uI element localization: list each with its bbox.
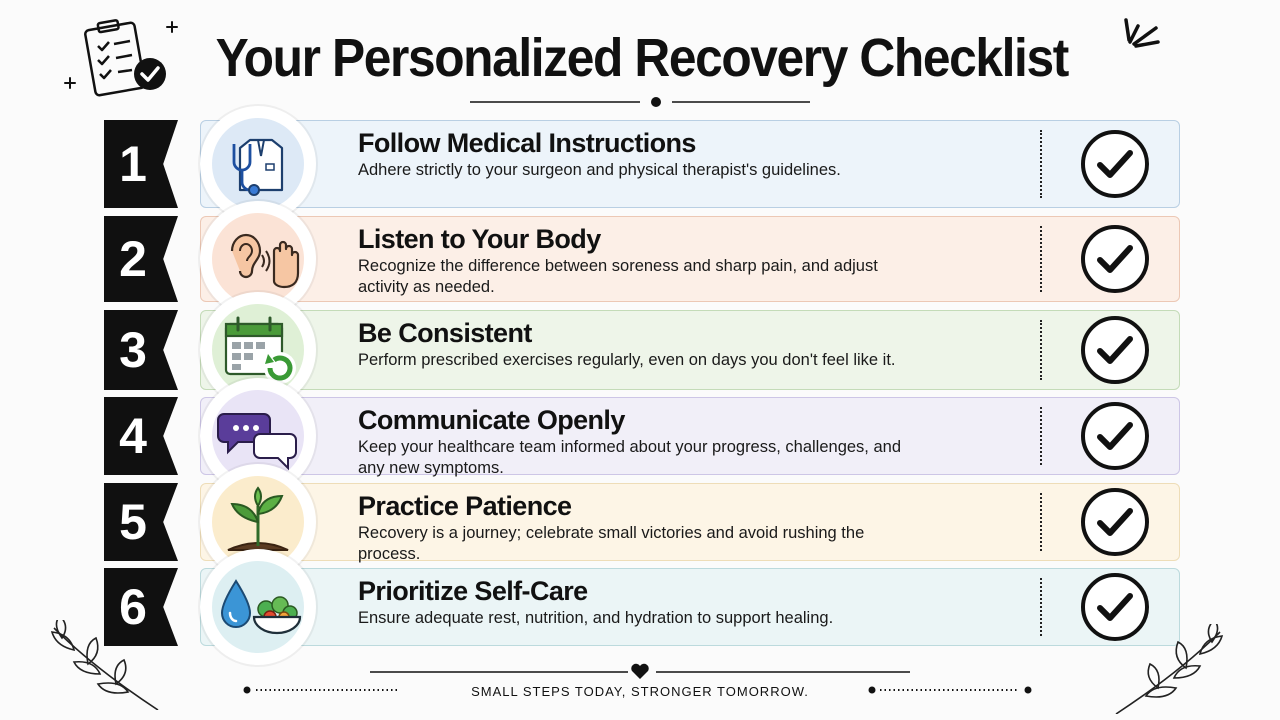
item-card xyxy=(200,120,1180,208)
item-number: 4 xyxy=(104,397,178,475)
heart-divider xyxy=(370,663,910,679)
item-card xyxy=(200,568,1180,646)
stethoscope-coat-icon xyxy=(200,106,316,222)
item-title: Listen to Your Body xyxy=(358,224,601,254)
checkmark-circle-icon[interactable] xyxy=(1080,401,1150,471)
dotted-separator xyxy=(1040,320,1042,380)
item-card xyxy=(200,483,1180,561)
footer-dotted-line-left xyxy=(243,686,400,694)
dotted-separator xyxy=(1040,226,1042,292)
dotted-separator xyxy=(1040,130,1042,198)
item-title: Follow Medical Instructions xyxy=(358,128,696,158)
checkmark-circle-icon[interactable] xyxy=(1080,224,1150,294)
item-card xyxy=(200,310,1180,390)
item-description: Ensure adequate rest, nutrition, and hyd… xyxy=(358,609,834,627)
item-card xyxy=(200,397,1180,475)
checkmark-circle-icon[interactable] xyxy=(1080,487,1150,557)
page-title: Your Personalized Recovery Checklist xyxy=(215,28,1070,88)
checklist-item: 4 Communicate Openly Keep your healthcar… xyxy=(104,378,1180,494)
dotted-separator xyxy=(1040,578,1042,636)
item-title: Practice Patience xyxy=(358,491,572,521)
item-title: Be Consistent xyxy=(358,318,532,348)
checkmark-circle-icon[interactable] xyxy=(1080,315,1150,385)
checklist-item: 6 Prioritize Self-Care Ensure adequate r… xyxy=(104,549,1180,665)
item-description: Perform prescribed exercises regularly, … xyxy=(358,351,896,369)
water-salad-icon xyxy=(200,549,316,665)
checkmark-circle-icon[interactable] xyxy=(1080,572,1150,642)
footer-tagline: SMALL STEPS TODAY, STRONGER TOMORROW. xyxy=(471,684,809,699)
item-number: 2 xyxy=(104,216,178,302)
emphasis-burst-icon xyxy=(1124,18,1160,48)
laurel-left-icon xyxy=(50,620,159,710)
item-description: Recognize the difference between sorenes… xyxy=(358,257,878,296)
footer-dotted-line-right xyxy=(868,686,1032,694)
calendar-repeat-icon xyxy=(200,292,316,408)
item-number: 1 xyxy=(104,120,178,208)
checklist-item: 2 Listen to Your Body Recognize the diff… xyxy=(104,201,1180,317)
item-title: Communicate Openly xyxy=(358,405,625,435)
item-description: Adhere strictly to your surgeon and phys… xyxy=(358,161,841,179)
item-title: Prioritize Self-Care xyxy=(358,576,588,606)
checkmark-circle-icon[interactable] xyxy=(1080,129,1150,199)
item-number: 3 xyxy=(104,310,178,390)
title-divider xyxy=(470,97,810,107)
laurel-right-icon xyxy=(1115,624,1224,714)
checklist-item: 1 Follow Medical Instructions Adhere str… xyxy=(104,106,1180,222)
dotted-separator xyxy=(1040,493,1042,551)
dotted-separator xyxy=(1040,407,1042,465)
clipboard-check-icon xyxy=(64,19,178,97)
item-description: Keep your healthcare team informed about… xyxy=(358,438,901,477)
checklist-item: 3 Be Consistent Perform prescribed exerc… xyxy=(104,292,1180,408)
item-description: Recovery is a journey; celebrate small v… xyxy=(358,524,865,563)
item-number: 5 xyxy=(104,483,178,561)
